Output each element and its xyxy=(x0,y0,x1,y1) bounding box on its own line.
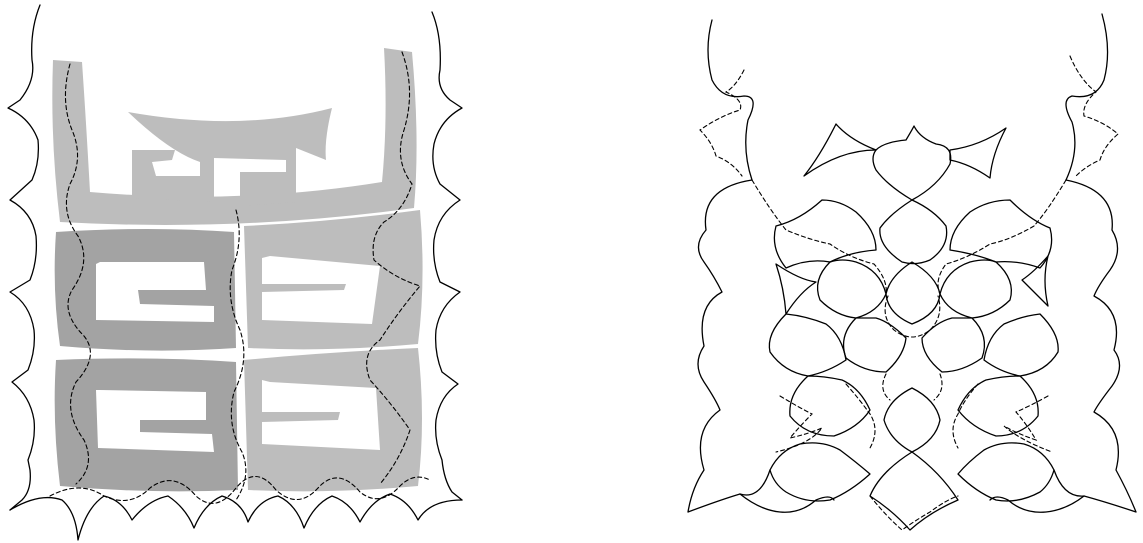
right-frame-right-top xyxy=(1066,14,1108,180)
side-cell-r3-left xyxy=(769,314,846,376)
dashed-top-left xyxy=(700,70,744,176)
tile-row1-right xyxy=(244,210,423,349)
right-lobe-column xyxy=(1054,180,1136,512)
side-cell-r4-left xyxy=(790,376,870,436)
center-cell-4 xyxy=(870,452,958,530)
center-cell-1 xyxy=(880,200,947,264)
side-cell-r5-right xyxy=(958,443,1054,501)
center-cell-3 xyxy=(884,388,940,452)
left-scallop-border xyxy=(8,5,40,510)
top-right-wing xyxy=(950,128,1006,178)
tile-row1-left xyxy=(55,229,236,351)
side-cell-r2-left xyxy=(818,260,886,318)
bottom-lobe-right xyxy=(990,496,1084,512)
center-cell-2 xyxy=(886,262,940,324)
side-cell-r2-right xyxy=(940,260,1011,318)
dashed-center-column xyxy=(883,296,942,400)
dashed-upper-right-diag xyxy=(938,180,1066,294)
bottom-lobe-left xyxy=(740,494,834,512)
right-scallop-border xyxy=(432,12,462,500)
top-key-shape xyxy=(128,108,332,206)
tile-row2-right xyxy=(244,348,422,491)
bottom-scallop-border xyxy=(10,494,462,540)
top-bulb xyxy=(873,126,951,200)
dashed-lower-right-star xyxy=(1004,396,1052,452)
tile-row2-left xyxy=(55,358,238,491)
right-panel xyxy=(688,14,1136,530)
side-cell-r3-right xyxy=(984,314,1058,376)
side-cell-r5-left xyxy=(770,443,870,501)
right-frame-left-top xyxy=(708,20,753,180)
dashed-lower-left-star xyxy=(776,396,822,452)
top-left-wing xyxy=(804,124,876,176)
side-cell-r1-right xyxy=(950,200,1052,268)
left-panel xyxy=(8,5,462,540)
side-cell-r4-right xyxy=(958,376,1038,436)
left-lobe-column xyxy=(688,180,770,512)
left-triangle-r2 xyxy=(776,264,816,314)
side-cell-r3-mid-left xyxy=(844,318,906,372)
dashed-top-right xyxy=(1070,56,1118,176)
side-cell-r1-left xyxy=(774,200,876,268)
side-cell-r3-mid-right xyxy=(922,318,984,372)
dashed-bottom xyxy=(870,496,958,530)
